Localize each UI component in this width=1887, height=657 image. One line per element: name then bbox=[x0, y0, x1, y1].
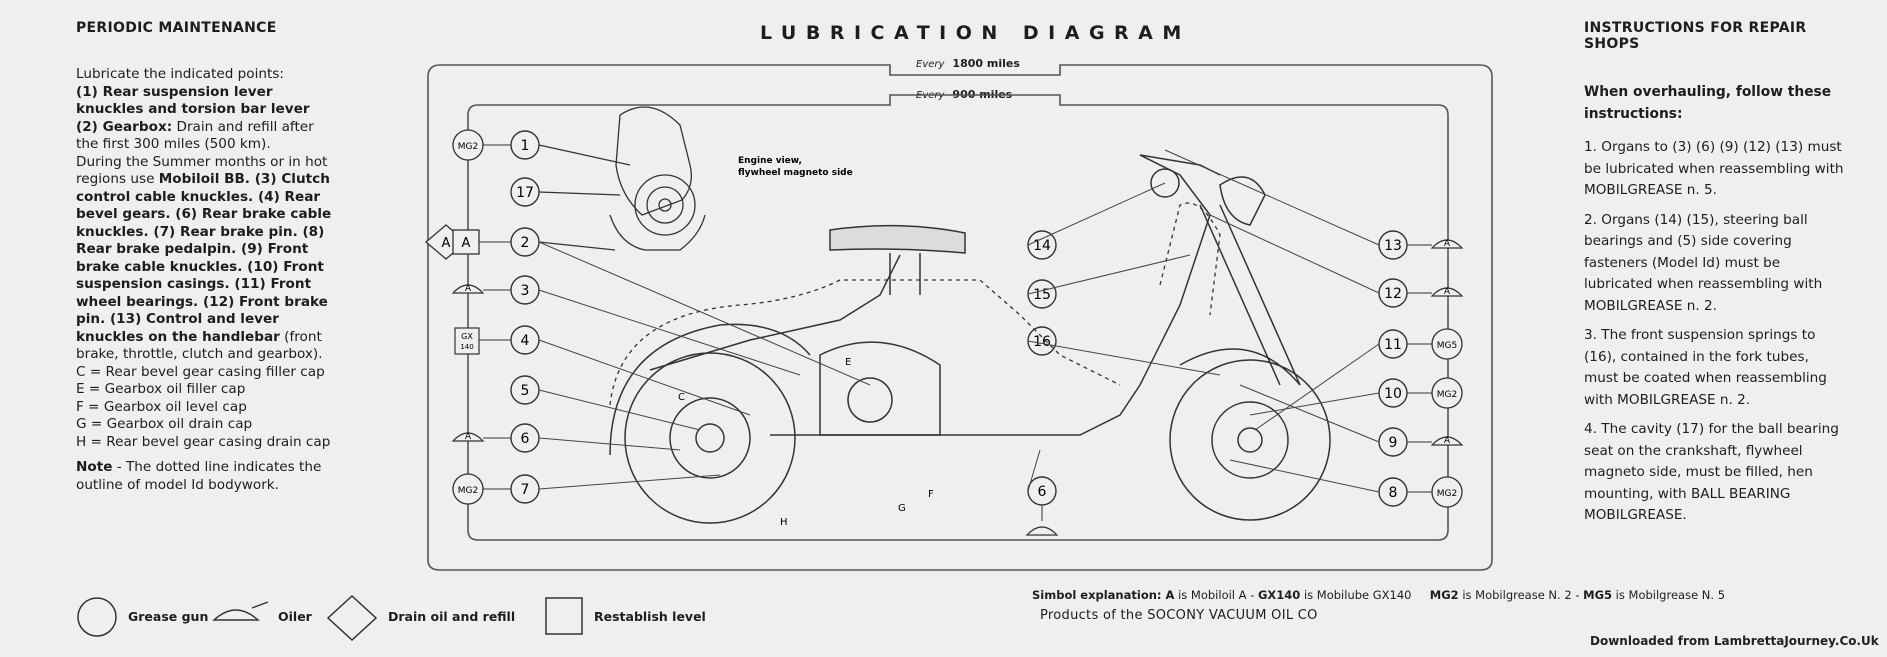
oiler-icon bbox=[1430, 239, 1464, 249]
point-16: 16 bbox=[1033, 334, 1051, 350]
square-letter: A bbox=[462, 236, 471, 251]
part-letter-e: E bbox=[845, 357, 851, 368]
point-5: 5 bbox=[521, 383, 530, 399]
oiler-icon bbox=[451, 284, 485, 294]
maintenance-paragraph-2: During the Summer months or in hot regio… bbox=[76, 153, 332, 363]
repair-instruction: 2. Organs (14) (15), steering ball beari… bbox=[1584, 211, 1823, 314]
right-lubrication-points: 13 12 11 10 9 8 bbox=[1378, 230, 1408, 507]
legend-line: G = Gearbox oil drain cap bbox=[76, 416, 253, 432]
point-7: 7 bbox=[521, 482, 530, 498]
point-8: 8 bbox=[1389, 485, 1398, 501]
point-15: 15 bbox=[1033, 287, 1051, 303]
middle-lubrication-points: 14 15 16 6 bbox=[1025, 230, 1059, 536]
part-letter-h: H bbox=[780, 517, 788, 528]
mg2-symbol: MG2 bbox=[458, 142, 478, 152]
oiler-letter: A bbox=[1444, 436, 1451, 446]
oiler-letter: A bbox=[1444, 239, 1451, 249]
part-letters: C E F G H bbox=[678, 357, 934, 528]
point-6-lower: 6 bbox=[1038, 484, 1047, 500]
point-9: 9 bbox=[1389, 435, 1398, 451]
periodic-maintenance-heading: PERIODIC MAINTENANCE bbox=[76, 20, 277, 36]
oiler-letter: A bbox=[465, 284, 472, 294]
point-14: 14 bbox=[1033, 238, 1051, 254]
point-11: 11 bbox=[1384, 337, 1402, 353]
right-symbols: A A MG5 MG2 A MG2 bbox=[1407, 239, 1464, 508]
oiler-letter: A bbox=[1444, 287, 1451, 297]
point-6: 6 bbox=[521, 431, 530, 447]
download-credit: Downloaded from LambrettaJourney.Co.Uk bbox=[1590, 634, 1879, 648]
oiler-icon bbox=[1025, 526, 1059, 536]
point-10: 10 bbox=[1384, 386, 1402, 402]
point-13: 13 bbox=[1384, 238, 1402, 254]
part-letter-c: C bbox=[678, 392, 685, 403]
legend-line: E = Gearbox oil filler cap bbox=[76, 381, 246, 397]
left-symbols: MG2 A A A GX 140 A MG2 bbox=[424, 129, 511, 505]
repair-instruction: 4. The cavity (17) for the ball bearing … bbox=[1584, 421, 1839, 523]
left-lubrication-points: 1 17 2 3 4 5 6 7 bbox=[510, 130, 540, 504]
oiler-icon bbox=[212, 601, 269, 621]
part-letter-f: F bbox=[928, 489, 934, 500]
legend-label: Drain oil and refill bbox=[388, 609, 516, 624]
diamond-icon bbox=[326, 594, 378, 642]
products-credit: Products of the SOCONY VACUUM OIL CO bbox=[1040, 608, 1318, 623]
part-letter-legend: C = Rear bevel gear casing filler cap E … bbox=[76, 364, 334, 452]
grease-gun-icon bbox=[77, 597, 117, 637]
part-letter-g: G bbox=[898, 503, 906, 514]
engine-inset bbox=[538, 106, 706, 251]
point-3: 3 bbox=[521, 283, 530, 299]
diamond-letter: A bbox=[442, 236, 451, 251]
lubrication-diagram: 1 17 2 3 4 5 6 7 MG2 A A A GX 140 A bbox=[424, 64, 1493, 571]
oiler-icon bbox=[451, 432, 485, 442]
engine-caption: flywheel magneto side bbox=[738, 168, 853, 178]
legend-label: Grease gun bbox=[128, 609, 209, 624]
point-12: 12 bbox=[1384, 286, 1402, 302]
diagram-title: LUBRICATION DIAGRAM bbox=[760, 22, 1191, 44]
point-2: 2 bbox=[521, 235, 530, 251]
point-17: 17 bbox=[516, 185, 534, 201]
gx140-box bbox=[454, 327, 480, 355]
symbol-legend: Grease gun Oiler Drain oil and refill Re… bbox=[76, 594, 716, 642]
legend-line: H = Rear bevel gear casing drain cap bbox=[76, 433, 331, 450]
symbol-explanation: Simbol explanation: A is Mobiloil A - GX… bbox=[1032, 588, 1726, 602]
legend-line: F = Gearbox oil level cap bbox=[76, 398, 247, 415]
dotted-line-note: Note - The dotted line indicates the out… bbox=[76, 459, 322, 493]
square-icon bbox=[545, 597, 583, 635]
repair-shop-intro: When overhauling, follow these instructi… bbox=[1584, 84, 1832, 122]
periodic-maintenance-column: PERIODIC MAINTENANCE Lubricate the indic… bbox=[76, 20, 334, 494]
outer-frame bbox=[427, 64, 1493, 571]
repair-instruction: 1. Organs to (3) (6) (9) (12) (13) must … bbox=[1584, 139, 1844, 198]
oiler-letter: A bbox=[465, 432, 472, 442]
lubricate-intro: Lubricate the indicated points: bbox=[76, 66, 284, 82]
repair-shop-heading: INSTRUCTIONS FOR REPAIR SHOPS bbox=[1584, 20, 1807, 52]
legend-label: Restablish level bbox=[594, 609, 706, 624]
level-square bbox=[452, 229, 480, 255]
point-1: 1 bbox=[521, 138, 530, 154]
oiler-icon bbox=[1430, 436, 1464, 446]
mg2-symbol: MG2 bbox=[458, 486, 478, 496]
gx-number: 140 bbox=[460, 343, 473, 351]
inner-frame bbox=[467, 94, 1449, 541]
gx-label: GX bbox=[461, 332, 473, 341]
legend-line: C = Rear bevel gear casing filler cap bbox=[76, 363, 325, 380]
repair-shop-column: INSTRUCTIONS FOR REPAIR SHOPS When overh… bbox=[1584, 20, 1844, 535]
maintenance-paragraph-1: (1) Rear suspension lever knuckles and t… bbox=[76, 83, 314, 153]
mg5-symbol: MG5 bbox=[1437, 341, 1457, 351]
oiler-icon bbox=[1430, 287, 1464, 297]
scooter-drawing bbox=[609, 154, 1331, 524]
mg2-symbol: MG2 bbox=[1437, 489, 1457, 499]
engine-caption: Engine view, bbox=[738, 156, 802, 166]
repair-instruction: 3. The front suspension springs to (16),… bbox=[1584, 327, 1827, 408]
legend-label: Oiler bbox=[278, 609, 312, 624]
leader-lines bbox=[538, 149, 1380, 493]
point-4: 4 bbox=[521, 333, 530, 349]
mg2-symbol: MG2 bbox=[1437, 390, 1457, 400]
